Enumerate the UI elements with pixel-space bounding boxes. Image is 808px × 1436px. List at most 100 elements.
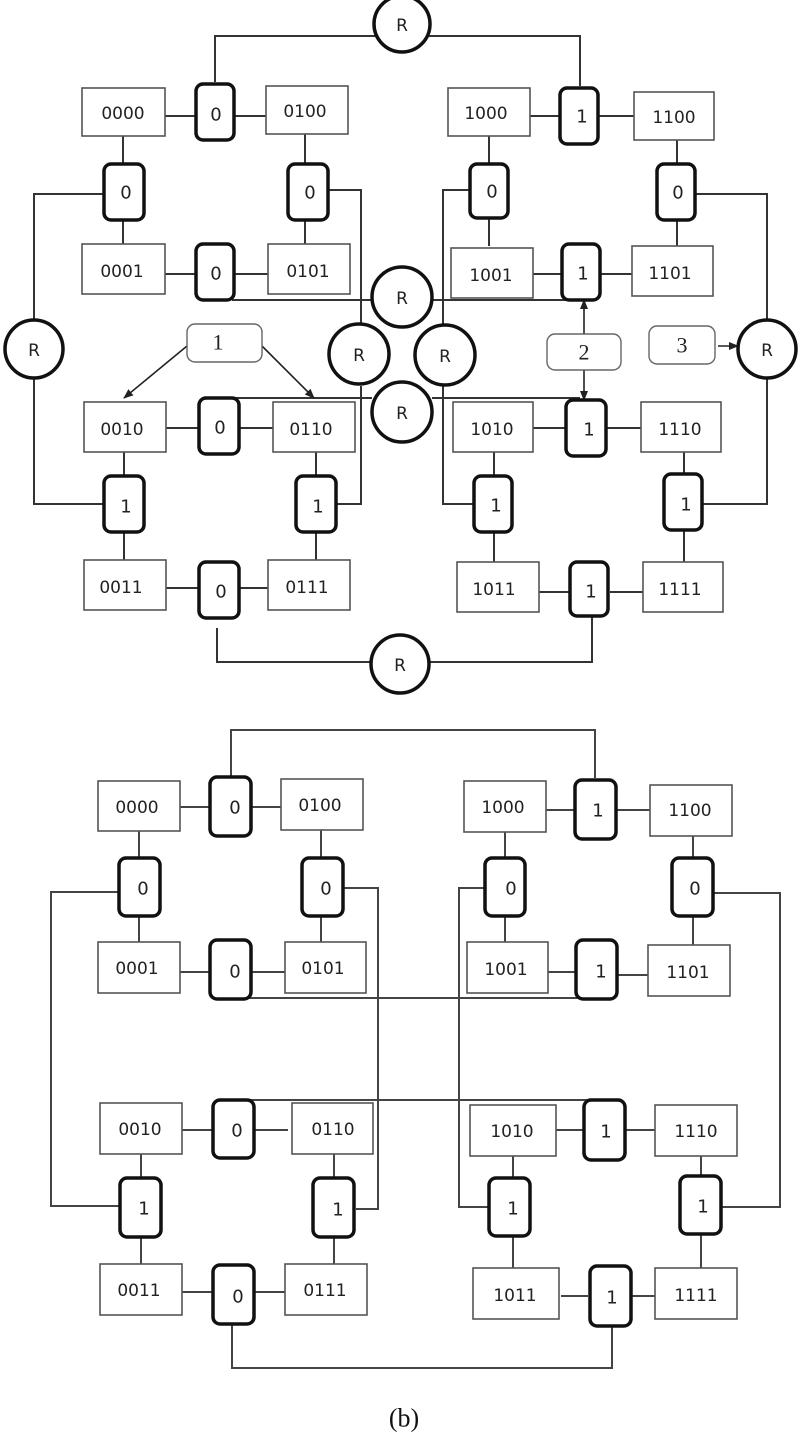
switch-b-q00-right[interactable]: 0 xyxy=(300,856,345,918)
wire xyxy=(429,35,581,86)
node-0011[interactable]: 0011 xyxy=(83,559,167,611)
node-0110[interactable]: 0110 xyxy=(291,1102,374,1155)
node-0000[interactable]: 0000 xyxy=(81,87,166,137)
node-label: 0001 xyxy=(115,959,158,979)
node-label: 0000 xyxy=(115,798,158,818)
wire xyxy=(344,887,379,1210)
wire xyxy=(458,887,489,1208)
node-0111[interactable]: 0111 xyxy=(267,559,351,611)
node-0000[interactable]: 0000 xyxy=(97,780,181,832)
switch-b-q10-top[interactable]: 1 xyxy=(573,778,618,841)
node-1111[interactable]: 1111 xyxy=(642,561,724,613)
node-0110[interactable]: 0110 xyxy=(272,401,356,453)
switch-q10-bottom[interactable]: 1 xyxy=(560,242,602,302)
node-0100[interactable]: 0100 xyxy=(280,778,364,831)
node-1011[interactable]: 1011 xyxy=(456,561,540,613)
node-0101[interactable]: 0101 xyxy=(267,243,351,295)
switch-label: 1 xyxy=(697,1197,708,1218)
switch-label: 0 xyxy=(214,418,225,439)
node-label: 1011 xyxy=(493,1286,536,1306)
switch-b-q10-left[interactable]: 0 xyxy=(483,856,527,918)
callout-label: 3 xyxy=(677,333,688,358)
router-center-top[interactable]: R xyxy=(370,265,434,329)
switch-b-q11-bottom[interactable]: 1 xyxy=(588,1264,633,1328)
switch-b-q10-right[interactable]: 0 xyxy=(670,856,715,918)
node-label: 1000 xyxy=(464,104,507,124)
node-1001[interactable]: 1001 xyxy=(466,941,549,994)
switch-q01-left[interactable]: 1 xyxy=(102,474,146,534)
switch-b-q01-left[interactable]: 1 xyxy=(118,1176,163,1239)
node-1010[interactable]: 1010 xyxy=(469,1104,557,1157)
node-1100[interactable]: 1100 xyxy=(633,91,715,141)
switch-q01-bottom[interactable]: 0 xyxy=(197,560,241,620)
switch-b-q11-right[interactable]: 1 xyxy=(678,1174,723,1236)
node-label: 0111 xyxy=(303,1281,346,1301)
router-top[interactable]: R xyxy=(372,0,432,54)
node-0001[interactable]: 0001 xyxy=(81,243,166,295)
router-center-right[interactable]: R xyxy=(413,323,477,387)
switch-q00-bottom[interactable]: 0 xyxy=(194,242,236,302)
switch-b-q01-top[interactable]: 0 xyxy=(211,1098,256,1160)
switch-q10-left[interactable]: 0 xyxy=(468,162,510,220)
node-1000[interactable]: 1000 xyxy=(447,87,531,137)
node-1100[interactable]: 1100 xyxy=(649,784,733,837)
node-0011[interactable]: 0011 xyxy=(99,1263,183,1316)
switch-q00-right[interactable]: 0 xyxy=(286,162,330,222)
switch-b-q00-top[interactable]: 0 xyxy=(208,775,253,838)
switch-b-q01-bottom[interactable]: 0 xyxy=(211,1263,256,1326)
node-0101[interactable]: 0101 xyxy=(284,941,367,994)
switch-q11-right[interactable]: 1 xyxy=(662,472,704,532)
node-label: 1110 xyxy=(674,1122,717,1142)
node-1110[interactable]: 1110 xyxy=(654,1104,738,1157)
switch-q11-bottom[interactable]: 1 xyxy=(568,560,610,618)
figure-b-wires xyxy=(50,729,781,1369)
switch-q11-top[interactable]: 1 xyxy=(564,398,608,458)
node-1011[interactable]: 1011 xyxy=(472,1267,560,1320)
node-1101[interactable]: 1101 xyxy=(647,944,731,997)
node-label: 1100 xyxy=(668,801,711,821)
router-right[interactable]: R xyxy=(736,318,798,380)
node-label: 1010 xyxy=(470,420,513,440)
switch-q10-right[interactable]: 0 xyxy=(655,162,697,222)
switch-q10-top[interactable]: 1 xyxy=(558,86,600,146)
node-label: 0110 xyxy=(311,1120,354,1140)
router-center-left[interactable]: R xyxy=(327,322,391,386)
node-1001[interactable]: 1001 xyxy=(450,247,534,299)
switch-label: 0 xyxy=(137,879,148,900)
switch-b-q01-right[interactable]: 1 xyxy=(311,1176,356,1239)
switch-label: 0 xyxy=(320,879,331,900)
node-1110[interactable]: 1110 xyxy=(640,401,722,453)
switch-q01-top[interactable]: 0 xyxy=(197,396,241,456)
switch-b-q00-left[interactable]: 0 xyxy=(117,856,162,918)
wire xyxy=(694,193,768,322)
switch-label: 0 xyxy=(231,1121,242,1142)
switch-label: 0 xyxy=(215,582,226,603)
node-0001[interactable]: 0001 xyxy=(97,941,181,994)
node-0100[interactable]: 0100 xyxy=(265,85,349,135)
switch-q01-right[interactable]: 1 xyxy=(294,474,338,534)
switch-b-q10-bottom[interactable]: 1 xyxy=(574,938,619,1001)
node-1010[interactable]: 1010 xyxy=(452,401,534,453)
node-0111[interactable]: 0111 xyxy=(284,1263,368,1316)
switch-b-q11-left[interactable]: 1 xyxy=(487,1176,532,1238)
switch-q00-left[interactable]: 0 xyxy=(102,162,146,222)
node-0010[interactable]: 0010 xyxy=(83,401,167,453)
node-1111[interactable]: 1111 xyxy=(654,1267,738,1320)
switch-b-q00-bottom[interactable]: 0 xyxy=(208,938,253,1001)
switch-q00-top[interactable]: 0 xyxy=(194,82,236,142)
switch-q11-left[interactable]: 1 xyxy=(472,474,514,534)
wire xyxy=(231,1325,613,1369)
node-0010[interactable]: 0010 xyxy=(99,1102,183,1155)
node-label: 1101 xyxy=(648,264,691,284)
router-bottom[interactable]: R xyxy=(369,633,431,695)
node-1101[interactable]: 1101 xyxy=(631,245,714,297)
wire xyxy=(698,376,768,505)
node-label: 0110 xyxy=(289,420,332,440)
router-center-bottom[interactable]: R xyxy=(370,380,434,444)
switch-label: 1 xyxy=(312,497,323,518)
node-label: 1101 xyxy=(666,963,709,983)
callout-2: 2 xyxy=(546,333,622,371)
switch-b-q11-top[interactable]: 1 xyxy=(582,1098,627,1162)
router-left[interactable]: R xyxy=(3,318,65,380)
node-1000[interactable]: 1000 xyxy=(463,780,547,833)
